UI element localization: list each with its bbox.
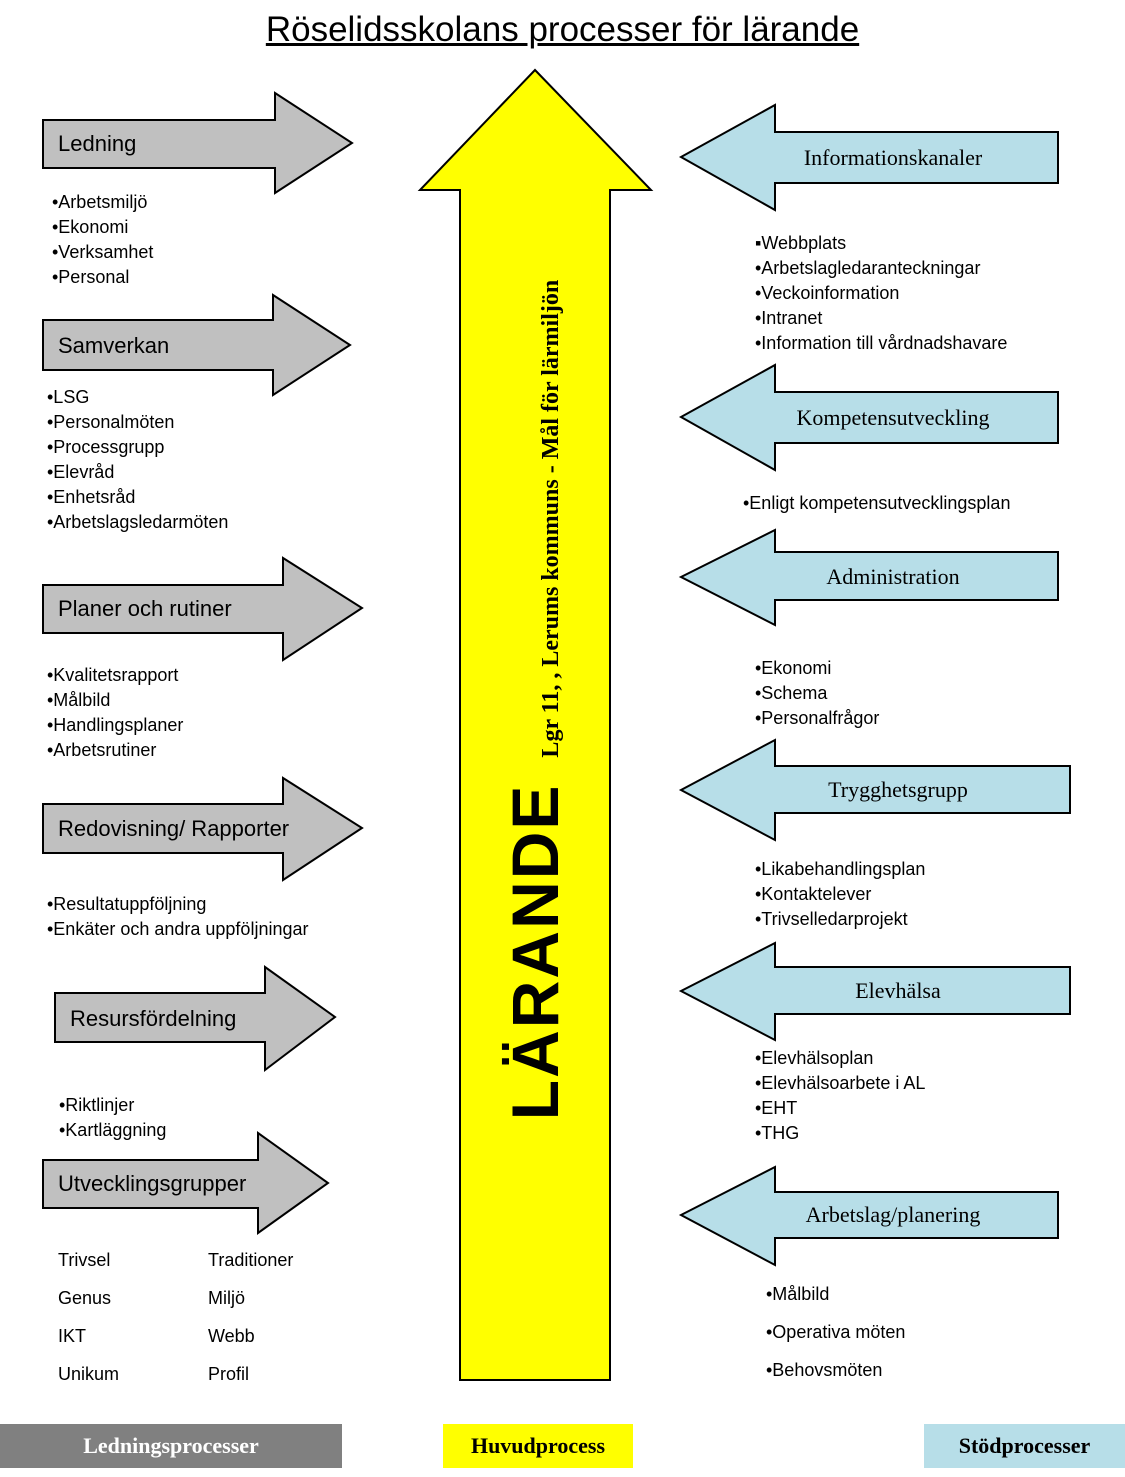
list-item: •Behovsmöten — [766, 1360, 883, 1380]
list-item: •Arbetslagledaranteckningar — [755, 258, 981, 278]
list-item: •Likabehandlingsplan — [755, 859, 926, 879]
list-item: •Elevråd — [47, 462, 115, 482]
list-item: •Elevhälsoarbete i AL — [755, 1073, 926, 1093]
list-item: •Handlingsplaner — [47, 715, 184, 735]
left-process-label: Ledning — [58, 131, 137, 156]
left-arrow-ledning — [42, 91, 354, 195]
list-item: •EHT — [755, 1098, 798, 1118]
list-item: ▪Webbplats — [755, 233, 847, 253]
center-arrow — [417, 68, 654, 1381]
list-item: •Arbetslagsledarmöten — [47, 512, 229, 532]
list-item: •Processgrupp — [47, 437, 165, 457]
list-item: •Personalfrågor — [755, 708, 880, 728]
list-item: •Enligt kompetensutvecklingsplan — [743, 493, 1011, 513]
right-process-label: Arbetslag/planering — [805, 1202, 981, 1227]
list-item: •Arbetsrutiner — [47, 740, 157, 760]
left-process-items: •Resultatuppföljning •Enkäter och andra … — [47, 892, 308, 942]
list-item: •Ekonomi — [52, 217, 129, 237]
main-process-sublabel: Lgr 11, , Lerums kommuns - Mål för lärmi… — [538, 279, 564, 758]
list-item: •Operativa möten — [766, 1322, 906, 1342]
list-item: •Arbetsmiljö — [52, 192, 148, 212]
main-process-label: LÄRANDE — [498, 783, 572, 1121]
left-process-label: Samverkan — [58, 333, 170, 358]
left-process-label: Resursfördelning — [70, 1006, 237, 1031]
list-item: •Information till vårdnadshavare — [755, 333, 1008, 353]
right-arrow-informationskanaler — [678, 103, 1059, 212]
legend-main-process: Huvudprocess — [443, 1424, 633, 1468]
right-arrow-kompetensutveckling — [678, 363, 1059, 472]
list-item: •Kontaktelever — [755, 884, 872, 904]
left-process-label: Utvecklingsgrupper — [58, 1171, 247, 1196]
right-process-label: Elevhälsa — [855, 978, 941, 1003]
list-item: •Elevhälsoplan — [755, 1048, 874, 1068]
list-item: •Trivselledarprojekt — [755, 909, 908, 929]
list-item: Webb — [208, 1326, 255, 1346]
list-item: •Ekonomi — [755, 658, 832, 678]
list-item: Traditioner — [208, 1250, 294, 1270]
right-arrow-elevhalsa — [678, 941, 1071, 1042]
list-item: •Resultatuppföljning — [47, 894, 207, 914]
right-process-items: •Likabehandlingsplan •Kontaktelever •Tri… — [755, 857, 925, 932]
right-process-label: Trygghetsgrupp — [828, 777, 968, 802]
page-title: Röselidsskolans processer för lärande — [265, 10, 860, 49]
left-process-items: •Kvalitetsrapport •Målbild •Handlingspla… — [47, 663, 183, 763]
left-process-items: •LSG •Personalmöten •Processgrupp •Elevr… — [47, 385, 228, 535]
left-arrow-resursfordelning — [54, 965, 337, 1073]
left-arrow-planer — [42, 556, 364, 662]
list-item: •Personalmöten — [47, 412, 175, 432]
list-item: •Intranet — [755, 308, 823, 328]
list-item: •Personal — [52, 267, 130, 287]
list-item: Genus — [58, 1288, 112, 1308]
left-arrow-redovisning — [42, 776, 364, 882]
left-arrow-samverkan — [42, 293, 352, 397]
list-item: •Målbild — [766, 1284, 830, 1304]
list-item: •Kartläggning — [59, 1120, 167, 1140]
list-item: •Riktlinjer — [59, 1095, 135, 1115]
list-item: •Målbild — [47, 690, 111, 710]
list-item: Profil — [208, 1364, 250, 1384]
right-process-label: Administration — [826, 564, 960, 589]
list-item: •Kvalitetsrapport — [47, 665, 179, 685]
right-process-label: Informationskanaler — [803, 145, 983, 170]
right-arrow-trygghetsgrupp — [678, 738, 1071, 842]
list-item: •Verksamhet — [52, 242, 154, 262]
left-process-items: •Arbetsmiljö •Ekonomi •Verksamhet •Perso… — [52, 190, 153, 290]
center-arrow-text: LÄRANDE Lgr 11, , Lerums kommuns - Mål f… — [460, 240, 610, 1160]
right-process-items: •Målbild •Operativa möten •Behovsmöten — [766, 1275, 905, 1389]
right-process-label: Kompetensutveckling — [796, 405, 990, 430]
right-process-items: •Elevhälsoplan •Elevhälsoarbete i AL •EH… — [755, 1046, 925, 1146]
list-item: •Enhetsråd — [47, 487, 136, 507]
list-item: •Veckoinformation — [755, 283, 900, 303]
list-item: IKT — [58, 1326, 87, 1346]
list-item: Unikum — [58, 1364, 120, 1384]
left-process-items: •Riktlinjer •Kartläggning — [59, 1093, 166, 1143]
list-item: Trivsel — [58, 1250, 111, 1270]
right-process-items: ▪Webbplats •Arbetslagledaranteckningar •… — [755, 231, 1007, 356]
legend-support-processes: Stödprocesser — [924, 1424, 1125, 1468]
list-item: Miljö — [208, 1288, 246, 1308]
list-item: •Enkäter och andra uppföljningar — [47, 919, 309, 939]
list-item: •THG — [755, 1123, 800, 1143]
right-process-items: •Enligt kompetensutvecklingsplan — [743, 491, 1010, 516]
right-arrow-administration — [678, 528, 1059, 627]
right-process-items: •Ekonomi •Schema •Personalfrågor — [755, 656, 879, 731]
list-item: •LSG — [47, 387, 90, 407]
left-arrow-utvecklingsgrupper — [42, 1131, 330, 1235]
left-process-label: Planer och rutiner — [58, 596, 232, 621]
legend-management-processes: Ledningsprocesser — [0, 1424, 342, 1468]
development-groups-grid: Trivsel Traditioner Genus Miljö IKT Webb… — [58, 1241, 358, 1393]
left-process-label: Redovisning/ Rapporter — [58, 816, 290, 841]
right-arrow-arbetslag — [678, 1165, 1059, 1267]
list-item: •Schema — [755, 683, 828, 703]
